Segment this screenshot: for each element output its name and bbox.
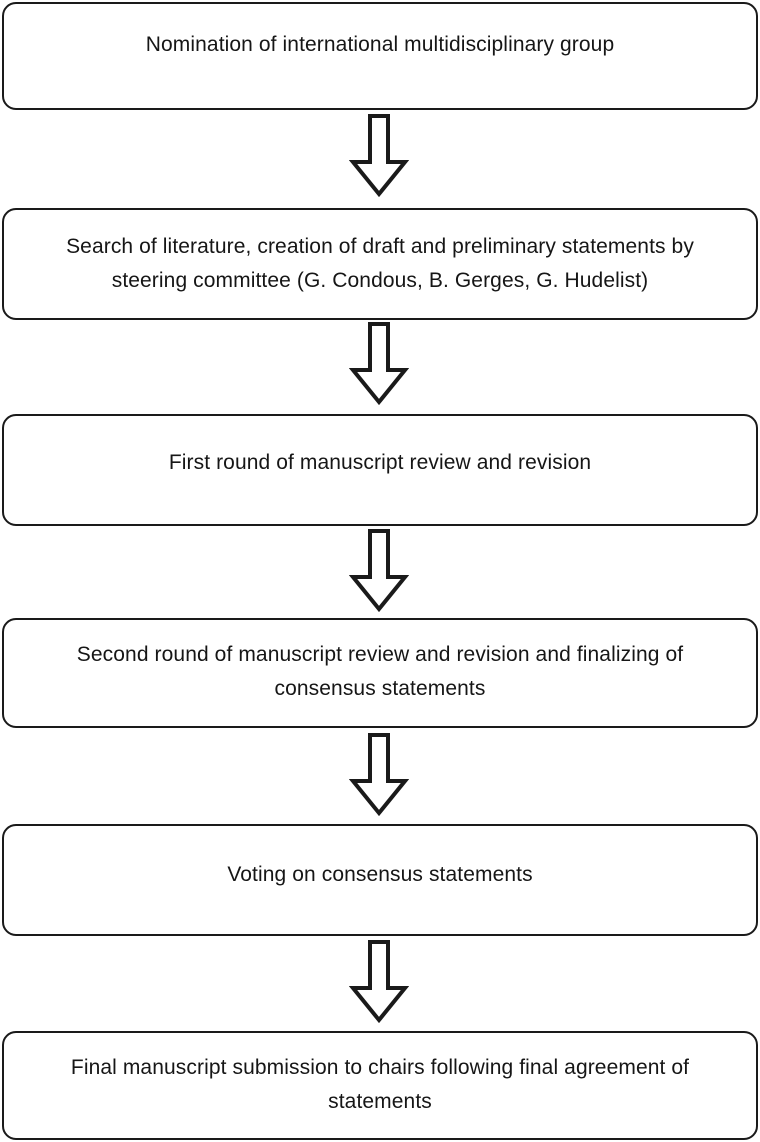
flow-arrow-1 [349,112,409,198]
flow-node-2: Search of literature, creation of draft … [2,208,758,320]
flow-node-6-label: Final manuscript submission to chairs fo… [70,1056,690,1113]
flow-node-1: Nomination of international multidiscipl… [2,2,758,110]
flow-node-3-label: First round of manuscript review and rev… [168,451,592,474]
flow-node-5-label: Voting on consensus statements [227,863,533,886]
flow-arrow-2 [349,320,409,406]
down-arrow-icon [349,940,409,1024]
down-arrow-icon [349,322,409,406]
flow-node-4-label: Second round of manuscript review and re… [76,643,684,700]
flow-node-3: First round of manuscript review and rev… [2,414,758,526]
flow-node-4: Second round of manuscript review and re… [2,618,758,728]
flow-arrow-3 [349,527,409,613]
flow-node-6: Final manuscript submission to chairs fo… [2,1031,758,1140]
down-arrow-icon [349,529,409,613]
flow-node-5: Voting on consensus statements [2,824,758,936]
flow-node-1-label: Nomination of international multidiscipl… [145,33,615,56]
down-arrow-icon [349,733,409,817]
flow-node-2-label: Search of literature, creation of draft … [66,235,694,292]
down-arrow-icon [349,114,409,198]
flow-arrow-5 [349,938,409,1024]
flow-arrow-4 [349,731,409,817]
